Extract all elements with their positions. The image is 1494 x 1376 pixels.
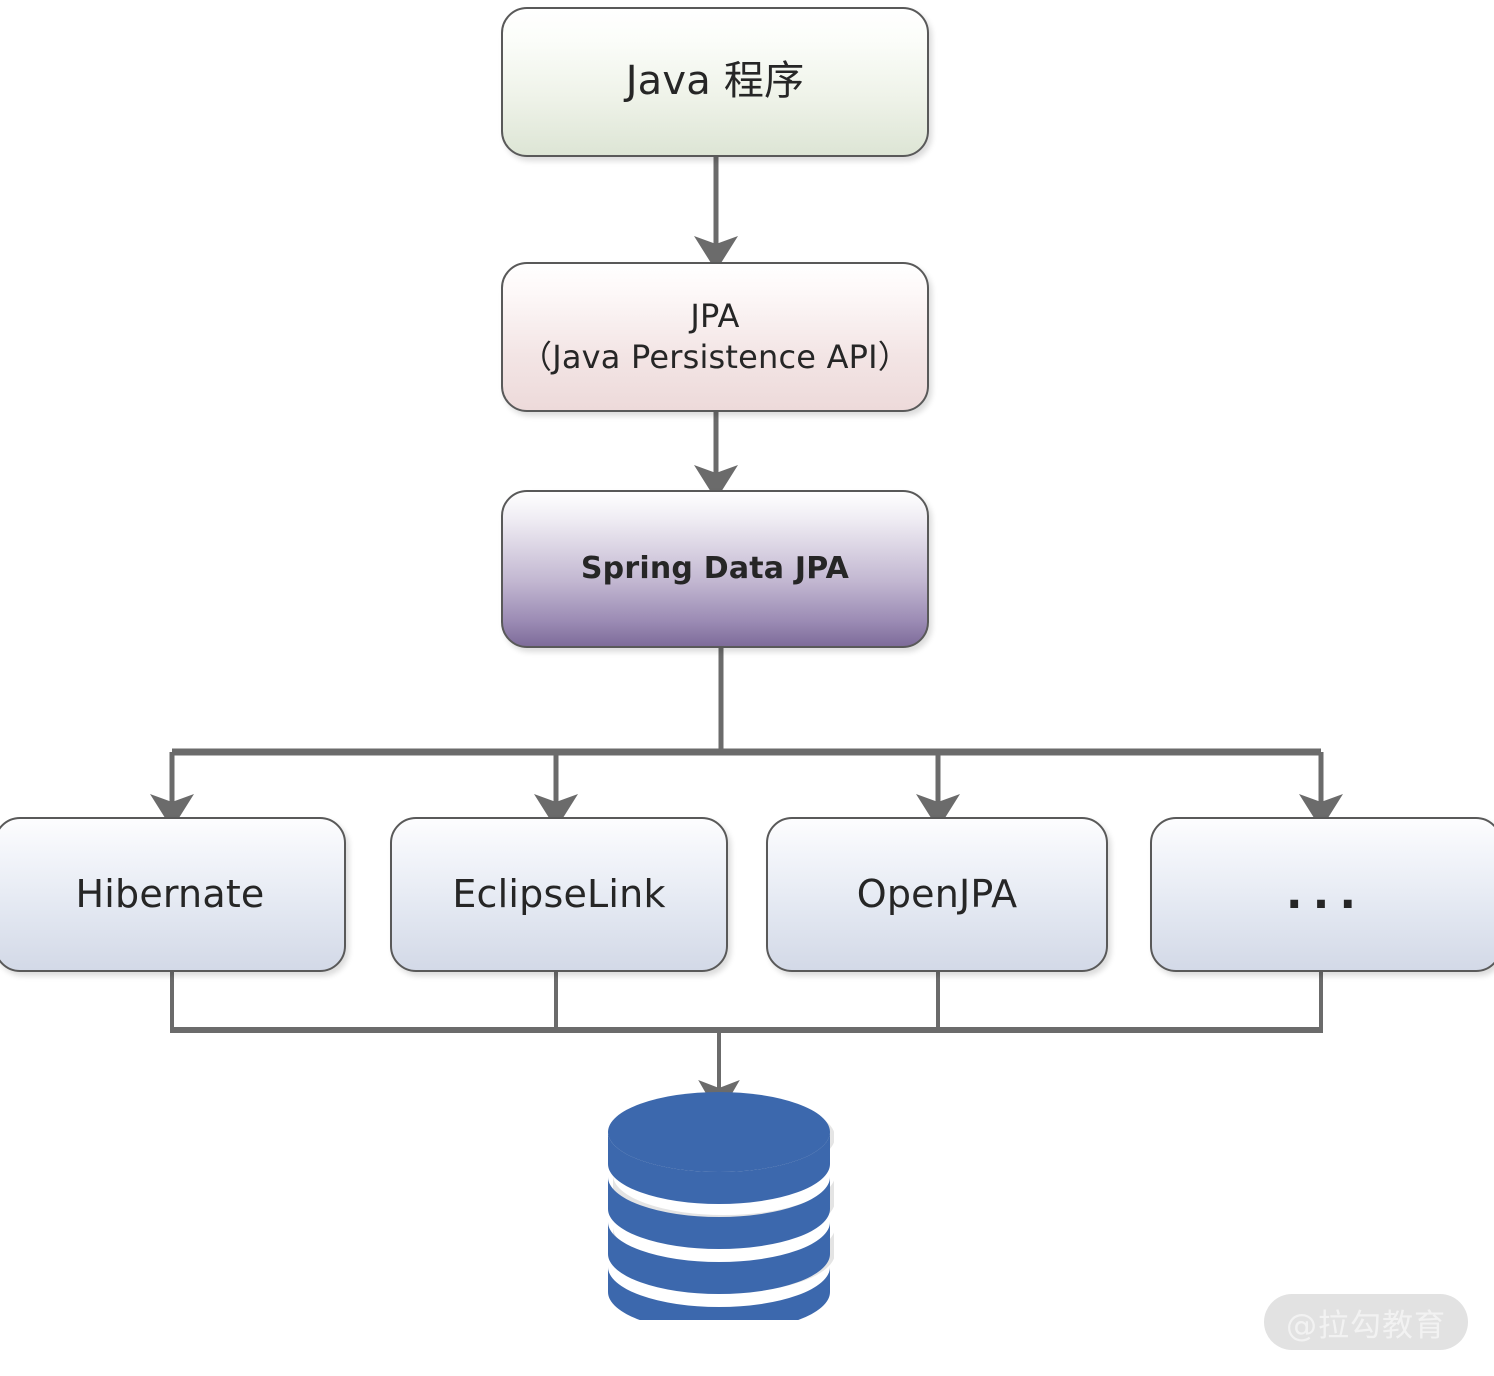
node-provider-openjpa[interactable]: OpenJPA	[766, 817, 1108, 972]
node-jpa-spec-label: JPA （Java Persistence API）	[520, 297, 910, 376]
database-top-disc	[608, 1092, 830, 1172]
database-band-1	[608, 1177, 830, 1249]
node-java-application-label: Java 程序	[625, 58, 805, 105]
node-spring-data-jpa-label: Spring Data JPA	[580, 550, 850, 586]
node-provider-others-label: ...	[1285, 868, 1367, 920]
node-provider-others[interactable]: ...	[1150, 817, 1494, 972]
node-provider-eclipselink[interactable]: EclipseLink	[390, 817, 728, 972]
node-provider-eclipselink-label: EclipseLink	[452, 872, 666, 917]
database-band-0	[608, 1132, 830, 1204]
database-icon	[608, 1092, 834, 1320]
watermark-badge: @拉勾教育	[1264, 1294, 1468, 1350]
node-spring-data-jpa[interactable]: Spring Data JPA	[501, 490, 929, 648]
node-provider-hibernate-label: Hibernate	[75, 872, 265, 917]
watermark-text: @拉勾教育	[1286, 1307, 1446, 1344]
database-band-2	[608, 1222, 830, 1294]
database-band-3	[608, 1267, 830, 1320]
node-jpa-spec[interactable]: JPA （Java Persistence API）	[501, 262, 929, 412]
node-provider-openjpa-label: OpenJPA	[856, 872, 1018, 917]
node-provider-hibernate[interactable]: Hibernate	[0, 817, 346, 972]
node-java-application[interactable]: Java 程序	[501, 7, 929, 157]
